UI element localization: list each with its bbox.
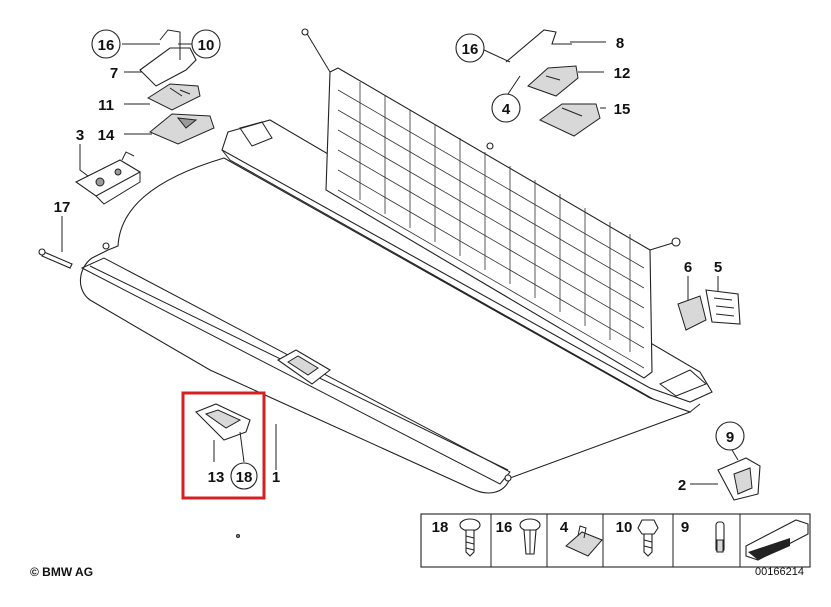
callout-14: 14	[98, 127, 115, 144]
copyright-text: © BMW AG	[30, 565, 93, 579]
callout-7: 7	[110, 65, 118, 82]
callout-8: 8	[616, 35, 624, 52]
drawing-number: 00166214	[755, 566, 804, 578]
legend-item-9[interactable]: 9	[681, 519, 725, 553]
holder-part-2[interactable]	[717, 457, 761, 501]
callout-18: 18	[236, 469, 253, 486]
legend-number-16: 16	[496, 519, 513, 536]
fastener-legend: 18 16 4 10	[420, 513, 811, 568]
cover-cap-part-13[interactable]	[195, 403, 251, 441]
callout-9: 9	[726, 429, 734, 446]
callout-17: 17	[54, 199, 71, 216]
legend-item-4[interactable]: 4	[560, 519, 603, 557]
clip-part-8[interactable]	[505, 29, 572, 63]
callout-13: 13	[208, 469, 225, 486]
handle-part-12[interactable]	[527, 65, 579, 97]
callout-16-b: 16	[462, 41, 479, 58]
highlight-box	[181, 391, 266, 500]
callout-12: 12	[614, 65, 631, 82]
callout-6: 6	[684, 259, 692, 276]
callout-15: 15	[614, 101, 631, 118]
legend-number-18: 18	[432, 519, 449, 536]
callout-2: 2	[678, 477, 686, 494]
callout-1: 1	[272, 469, 280, 486]
decorative-dot	[236, 534, 240, 538]
leader-lines	[61, 41, 739, 485]
hex-screw-icon	[637, 519, 659, 557]
partition-net[interactable]	[301, 28, 681, 379]
handle-part-11[interactable]	[146, 83, 201, 111]
plastic-rivet-icon	[519, 518, 541, 555]
legend-number-10: 10	[616, 519, 633, 536]
carpet-wedge-icon	[745, 519, 809, 561]
legend-number-4: 4	[560, 519, 569, 536]
callout-4: 4	[502, 101, 511, 118]
pin-icon	[715, 521, 725, 553]
legend-number-9: 9	[681, 519, 689, 536]
callout-16-a: 16	[98, 37, 115, 54]
cover-part-6[interactable]	[677, 295, 707, 331]
callout-11: 11	[98, 97, 114, 114]
pin-part-17[interactable]	[38, 248, 73, 269]
legend-carpet-wedge[interactable]	[745, 519, 809, 561]
callout-10-a: 10	[198, 37, 215, 54]
clip-part-7[interactable]	[139, 29, 197, 87]
callout-5: 5	[714, 259, 722, 276]
legend-item-18[interactable]: 18	[432, 518, 481, 557]
legend-item-10[interactable]: 10	[616, 519, 659, 557]
handle-part-15[interactable]	[539, 103, 601, 137]
callouts: 16 10 7 11 14 3 17 16 4 8 12 15 6 5 9 2 …	[54, 29, 745, 494]
bracket-part-3[interactable]	[74, 151, 142, 205]
screw-icon	[459, 518, 481, 557]
callout-3: 3	[76, 127, 84, 144]
bracket-part-5[interactable]	[705, 289, 741, 325]
handle-part-14[interactable]	[149, 113, 215, 145]
spring-nut-icon	[565, 525, 603, 557]
legend-item-16[interactable]: 16	[496, 518, 541, 555]
